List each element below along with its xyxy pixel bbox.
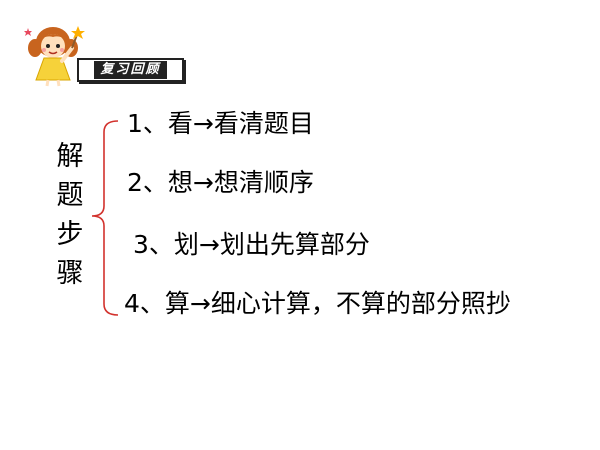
side-label-char: 骤: [56, 258, 84, 289]
side-label-char: 解: [56, 141, 84, 172]
step-item: 2、想→想清顺序: [127, 168, 314, 197]
step-item: 3、划→划出先算部分: [133, 230, 370, 259]
cartoon-girl-icon: [24, 26, 85, 87]
side-label-char: 步: [56, 219, 84, 250]
step-item: 1、看→看清题目: [127, 109, 314, 138]
side-label: 解 题 步 骤: [53, 137, 87, 293]
section-badge: 复习回顾: [77, 58, 184, 82]
step-item: 4、算→细心计算，不算的部分照抄: [124, 289, 511, 318]
side-label-char: 题: [56, 180, 84, 211]
section-badge-label: 复习回顾: [94, 61, 167, 79]
